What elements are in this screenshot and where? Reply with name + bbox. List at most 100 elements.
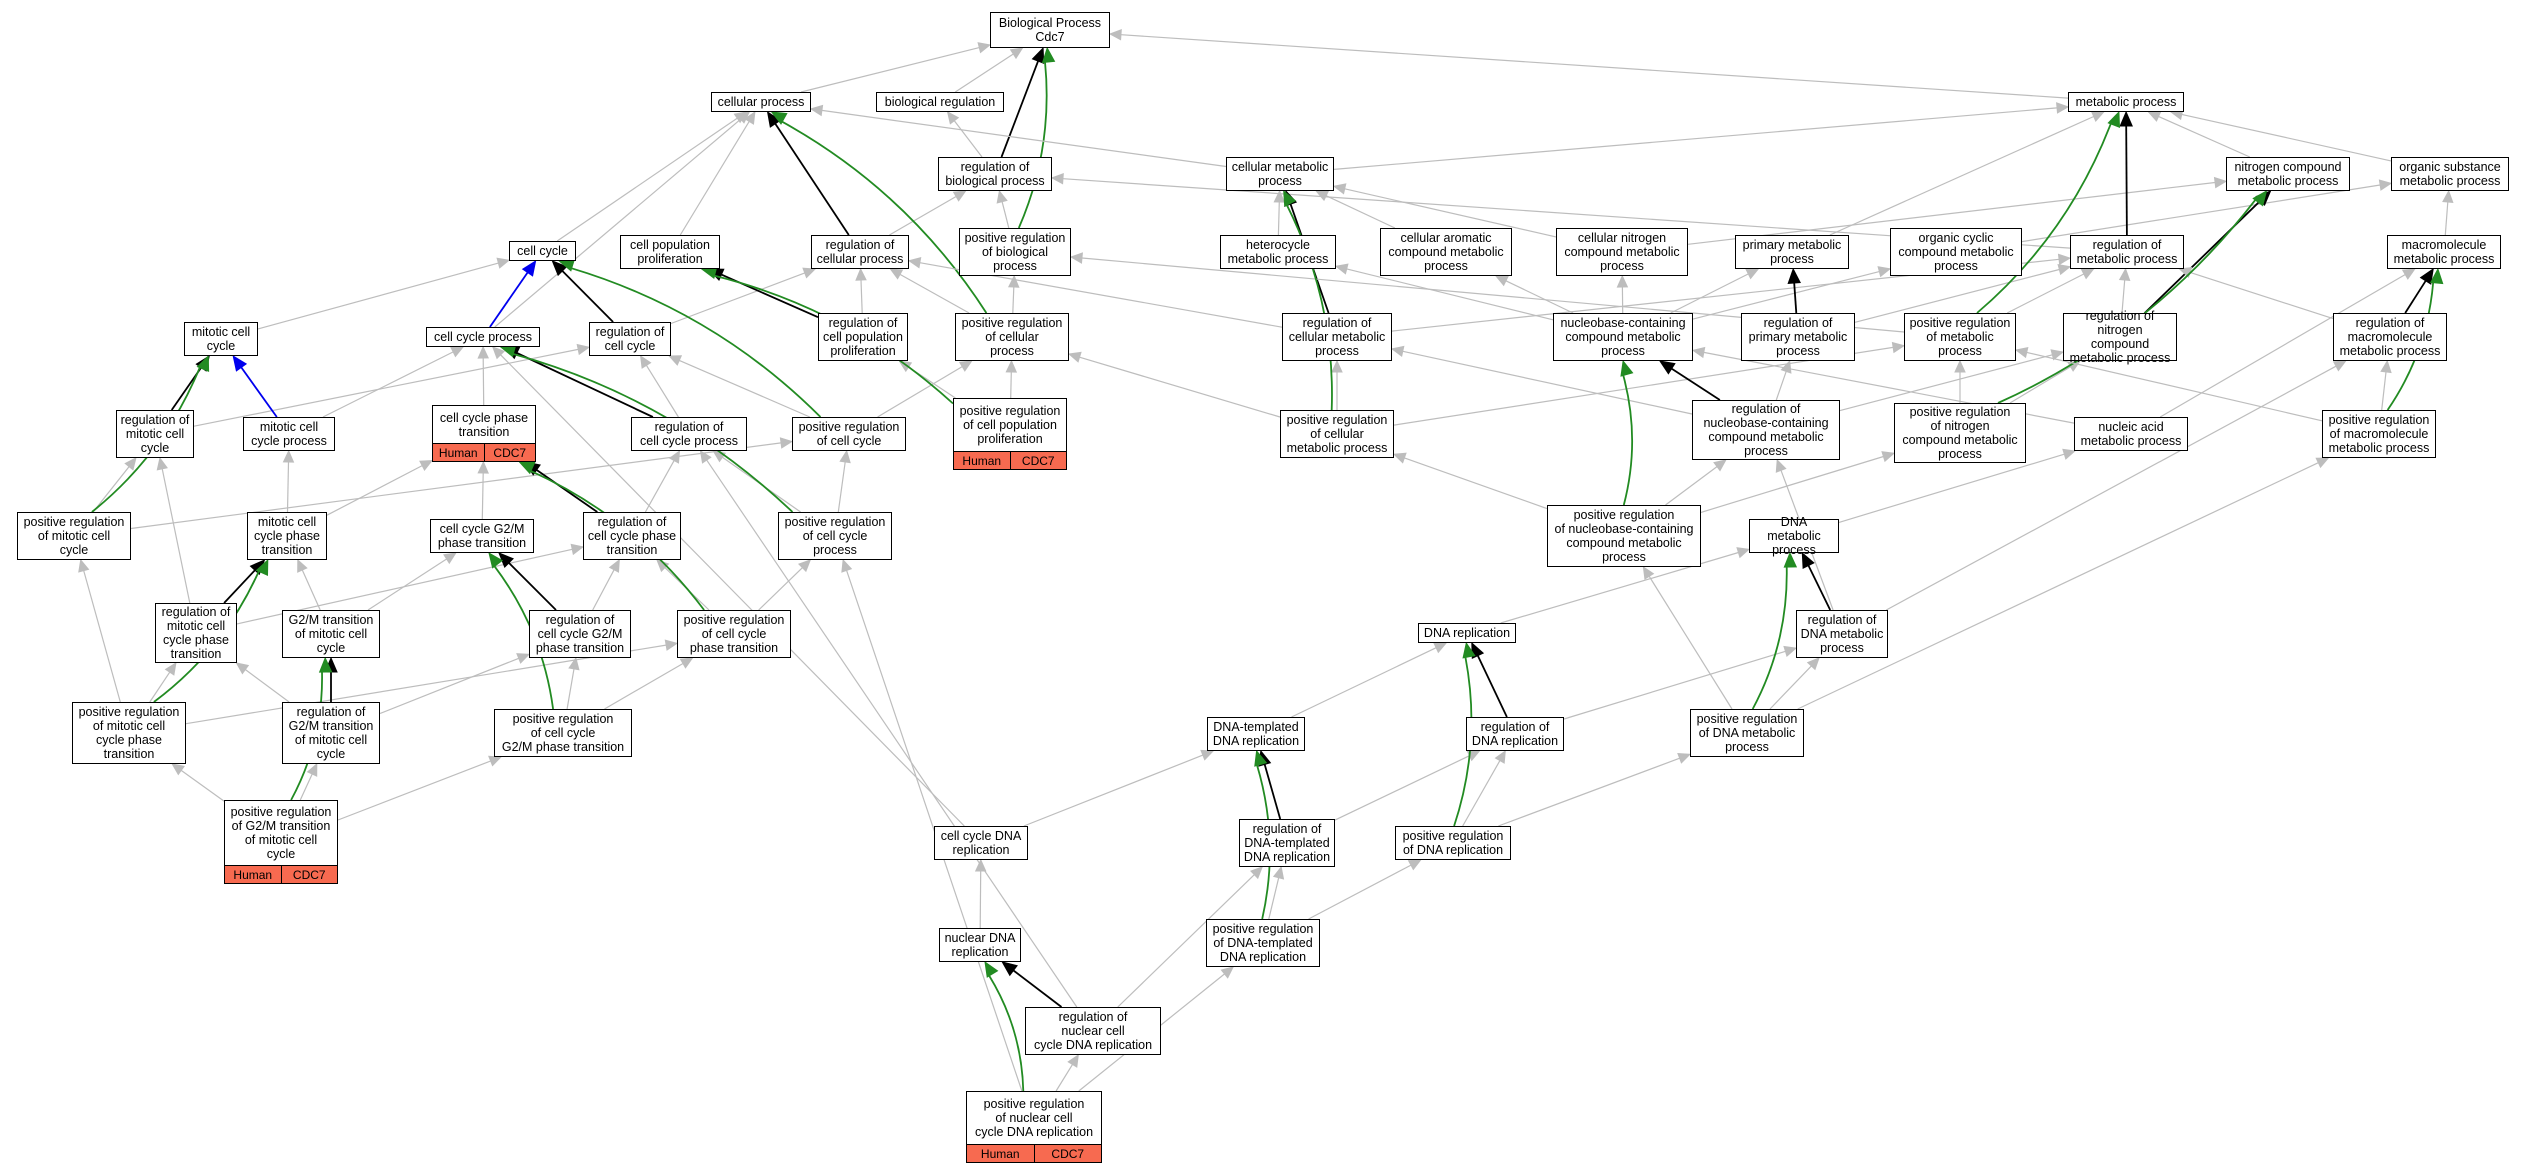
go-term-cell-cycle-process[interactable]: cell cycle process bbox=[426, 327, 540, 347]
go-term-pos-reg-mitotic-cell-cycle[interactable]: positive regulation of mitotic cell cycl… bbox=[17, 512, 131, 560]
edge-pos-reg-nuclear-cc-dna-replication-to-nuclear-dna-replication bbox=[984, 960, 1025, 1092]
go-term-pos-reg-dna-replication[interactable]: positive regulation of DNA replication bbox=[1395, 826, 1511, 860]
go-term-reg-cell-cycle-process[interactable]: regulation of cell cycle process bbox=[631, 417, 747, 451]
go-term-metabolic-process[interactable]: metabolic process bbox=[2068, 92, 2184, 112]
edge-reg-metabolic-process-to-metabolic-process bbox=[2119, 110, 2133, 236]
go-term-nitrogen-compound-mp[interactable]: nitrogen compound metabolic process bbox=[2226, 157, 2350, 191]
go-term-reg-mitotic-cc-phase-transition[interactable]: regulation of mitotic cell cycle phase t… bbox=[155, 603, 237, 663]
go-term-organic-cyclic-mp[interactable]: organic cyclic compound metabolic proces… bbox=[1890, 228, 2022, 276]
go-term-cellular-aromatic-mp[interactable]: cellular aromatic compound metabolic pro… bbox=[1380, 228, 1512, 276]
go-term-cell-cycle-dna-replication[interactable]: cell cycle DNA replication bbox=[934, 826, 1028, 860]
go-term-pos-reg-mitotic-cc-phase-transition[interactable]: positive regulation of mitotic cell cycl… bbox=[72, 702, 186, 764]
go-term-reg-metabolic-process[interactable]: regulation of metabolic process bbox=[2070, 235, 2184, 269]
edge-pos-reg-dna-mp-to-pos-reg-nucleobase-mp bbox=[1642, 565, 1733, 710]
go-term-cellular-metabolic-process[interactable]: cellular metabolic process bbox=[1226, 157, 1334, 191]
go-term-label: nitrogen compound metabolic process bbox=[2234, 160, 2342, 188]
edge-mitotic-cell-cycle-process-to-mitotic-cell-cycle bbox=[232, 354, 278, 418]
edge-reg-macromolecule-mp-to-macromolecule-mp bbox=[2404, 267, 2434, 314]
go-term-pos-reg-metabolic-process[interactable]: positive regulation of metabolic process bbox=[1904, 313, 2016, 361]
go-term-reg-biological-process[interactable]: regulation of biological process bbox=[938, 157, 1052, 191]
go-term-cellular-process[interactable]: cellular process bbox=[711, 92, 811, 112]
go-term-pos-reg-nucleobase-mp[interactable]: positive regulation of nucleobase-contai… bbox=[1547, 505, 1701, 567]
go-term-label: cell population proliferation bbox=[630, 238, 710, 266]
go-term-nucleobase-mp[interactable]: nucleobase-containing compound metabolic… bbox=[1553, 313, 1693, 361]
go-term-dna-replication[interactable]: DNA replication bbox=[1418, 623, 1516, 643]
go-term-label: regulation of DNA metabolic process bbox=[1800, 613, 1884, 655]
go-term-organic-substance-mp[interactable]: organic substance metabolic process bbox=[2391, 157, 2509, 191]
go-term-pos-reg-cc-phase-transition[interactable]: positive regulation of cell cycle phase … bbox=[677, 610, 791, 658]
go-term-label: regulation of cellular metabolic process bbox=[1288, 316, 1386, 358]
go-term-dna-templated-replication[interactable]: DNA-templated DNA replication bbox=[1207, 717, 1305, 751]
go-term-dna-metabolic-process[interactable]: DNA metabolic process bbox=[1749, 515, 1839, 557]
go-term-reg-cellular-mp[interactable]: regulation of cellular metabolic process bbox=[1282, 313, 1392, 361]
species-label: Human bbox=[438, 445, 478, 460]
go-term-pos-reg-dna-templated-replication[interactable]: positive regulation of DNA-templated DNA… bbox=[1206, 919, 1320, 967]
go-term-cellular-nitrogen-mp[interactable]: cellular nitrogen compound metabolic pro… bbox=[1556, 228, 1688, 276]
go-term-pos-reg-g2m-transition[interactable]: positive regulation of G2/M transition o… bbox=[224, 800, 338, 884]
go-term-label: cell cycle bbox=[517, 244, 568, 258]
go-term-reg-nitrogen-mp[interactable]: regulation of nitrogen compound metaboli… bbox=[2063, 309, 2177, 365]
edge-cell-cycle-dna-replication-to-cell-cycle-process bbox=[491, 346, 965, 827]
species-label: Human bbox=[980, 1146, 1020, 1161]
edge-reg-cellular-process-to-cellular-process bbox=[766, 110, 850, 236]
go-term-label: positive regulation of nitrogen compound… bbox=[1902, 405, 2018, 461]
go-term-nuclear-dna-replication[interactable]: nuclear DNA replication bbox=[939, 928, 1021, 962]
go-term-reg-dna-mp[interactable]: regulation of DNA metabolic process bbox=[1796, 610, 1888, 658]
go-term-mitotic-cell-cycle[interactable]: mitotic cell cycle bbox=[184, 322, 258, 356]
edge-reg-biological-process-to-bp bbox=[1000, 46, 1045, 158]
go-term-cc-g2m-phase-transition[interactable]: cell cycle G2/M phase transition bbox=[430, 519, 534, 553]
go-term-pos-reg-cellular-process[interactable]: positive regulation of cellular process bbox=[955, 313, 1069, 361]
go-term-biological-regulation[interactable]: biological regulation bbox=[876, 92, 1004, 112]
go-term-reg-dna-templated-replication[interactable]: regulation of DNA-templated DNA replicat… bbox=[1239, 819, 1335, 867]
go-term-pos-reg-cell-pop-prolif[interactable]: positive regulation of cell population p… bbox=[953, 398, 1067, 470]
edge-cell-cycle-phase-transition-to-cell-cycle-process bbox=[477, 345, 489, 406]
edge-reg-macromolecule-mp-to-reg-metabolic-process bbox=[2178, 267, 2334, 320]
go-term-mitotic-cc-phase-transition[interactable]: mitotic cell cycle phase transition bbox=[247, 512, 327, 560]
go-term-label: positive regulation of mitotic cell cycl… bbox=[78, 705, 180, 761]
go-term-reg-mitotic-cell-cycle[interactable]: regulation of mitotic cell cycle bbox=[116, 410, 194, 458]
go-term-label: positive regulation of cellular metaboli… bbox=[1286, 413, 1388, 455]
go-term-label: positive regulation of DNA-templated DNA… bbox=[1212, 922, 1314, 964]
go-term-pos-reg-cell-cycle-process[interactable]: positive regulation of cell cycle proces… bbox=[778, 512, 892, 560]
go-term-label: organic substance metabolic process bbox=[2399, 160, 2501, 188]
go-term-nucleic-acid-mp[interactable]: nucleic acid metabolic process bbox=[2074, 417, 2188, 451]
go-term-primary-mp[interactable]: primary metabolic process bbox=[1735, 235, 1849, 269]
gene-label: CDC7 bbox=[483, 444, 536, 461]
edge-pos-reg-nucleobase-mp-to-reg-nucleobase-mp bbox=[1665, 459, 1727, 506]
go-term-reg-nuclear-cc-dna-replication[interactable]: regulation of nuclear cell cycle DNA rep… bbox=[1025, 1007, 1161, 1055]
go-term-label: nuclear DNA replication bbox=[944, 931, 1016, 959]
go-term-reg-nucleobase-mp[interactable]: regulation of nucleobase-containing comp… bbox=[1692, 400, 1840, 460]
go-term-reg-cellular-process[interactable]: regulation of cellular process bbox=[811, 235, 909, 269]
go-term-reg-primary-mp[interactable]: regulation of primary metabolic process bbox=[1741, 313, 1855, 361]
go-term-heterocycle-mp[interactable]: heterocycle metabolic process bbox=[1220, 235, 1336, 269]
go-term-reg-cc-g2m[interactable]: regulation of cell cycle G2/M phase tran… bbox=[529, 610, 631, 658]
go-term-macromolecule-mp[interactable]: macromolecule metabolic process bbox=[2387, 235, 2501, 269]
go-term-bp[interactable]: Biological Process Cdc7 bbox=[990, 12, 1110, 48]
go-term-reg-cell-pop-prolif[interactable]: regulation of cell population proliferat… bbox=[818, 313, 908, 361]
edge-cell-cycle-to-cellular-process bbox=[556, 111, 748, 242]
edge-pos-reg-mitotic-cell-cycle-to-pos-reg-cell-cycle bbox=[130, 437, 794, 530]
go-term-pos-reg-macromolecule-mp[interactable]: positive regulation of macromolecule met… bbox=[2322, 410, 2436, 458]
go-term-reg-dna-replication[interactable]: regulation of DNA replication bbox=[1466, 717, 1564, 751]
go-term-pos-reg-biological-process[interactable]: positive regulation of biological proces… bbox=[959, 228, 1071, 276]
go-term-label: regulation of cell cycle G2/M phase tran… bbox=[535, 613, 625, 655]
go-term-pos-reg-cell-cycle[interactable]: positive regulation of cell cycle bbox=[792, 417, 906, 451]
go-term-reg-cell-cycle[interactable]: regulation of cell cycle bbox=[589, 322, 671, 356]
go-term-cell-cycle[interactable]: cell cycle bbox=[509, 241, 576, 261]
go-term-pos-reg-nuclear-cc-dna-replication[interactable]: positive regulation of nuclear cell cycl… bbox=[966, 1091, 1102, 1163]
go-term-mitotic-cell-cycle-process[interactable]: mitotic cell cycle process bbox=[243, 417, 335, 451]
go-term-pos-reg-nitrogen-mp[interactable]: positive regulation of nitrogen compound… bbox=[1894, 403, 2026, 463]
go-term-cell-population-proliferation[interactable]: cell population proliferation bbox=[620, 235, 720, 269]
go-term-reg-cc-phase-transition[interactable]: regulation of cell cycle phase transitio… bbox=[583, 512, 681, 560]
edge-dna-templated-replication-to-dna-replication bbox=[1291, 642, 1448, 718]
go-term-g2m-transition-mitotic[interactable]: G2/M transition of mitotic cell cycle bbox=[282, 610, 380, 658]
go-term-reg-macromolecule-mp[interactable]: regulation of macromolecule metabolic pr… bbox=[2333, 313, 2447, 361]
edge-pos-reg-dna-replication-to-pos-reg-dna-mp bbox=[1498, 752, 1692, 827]
go-term-pos-reg-cellular-mp[interactable]: positive regulation of cellular metaboli… bbox=[1280, 410, 1394, 458]
edge-mitotic-cc-phase-transition-to-cell-cycle-phase-transition bbox=[326, 460, 434, 516]
go-term-pos-reg-dna-mp[interactable]: positive regulation of DNA metabolic pro… bbox=[1690, 709, 1804, 757]
go-term-reg-g2m-transition[interactable]: regulation of G2/M transition of mitotic… bbox=[282, 702, 380, 764]
go-term-pos-reg-cc-g2m[interactable]: positive regulation of cell cycle G2/M p… bbox=[494, 709, 632, 757]
edge-pos-reg-g2m-transition-to-pos-reg-mitotic-cc-phase-transition bbox=[171, 763, 225, 802]
